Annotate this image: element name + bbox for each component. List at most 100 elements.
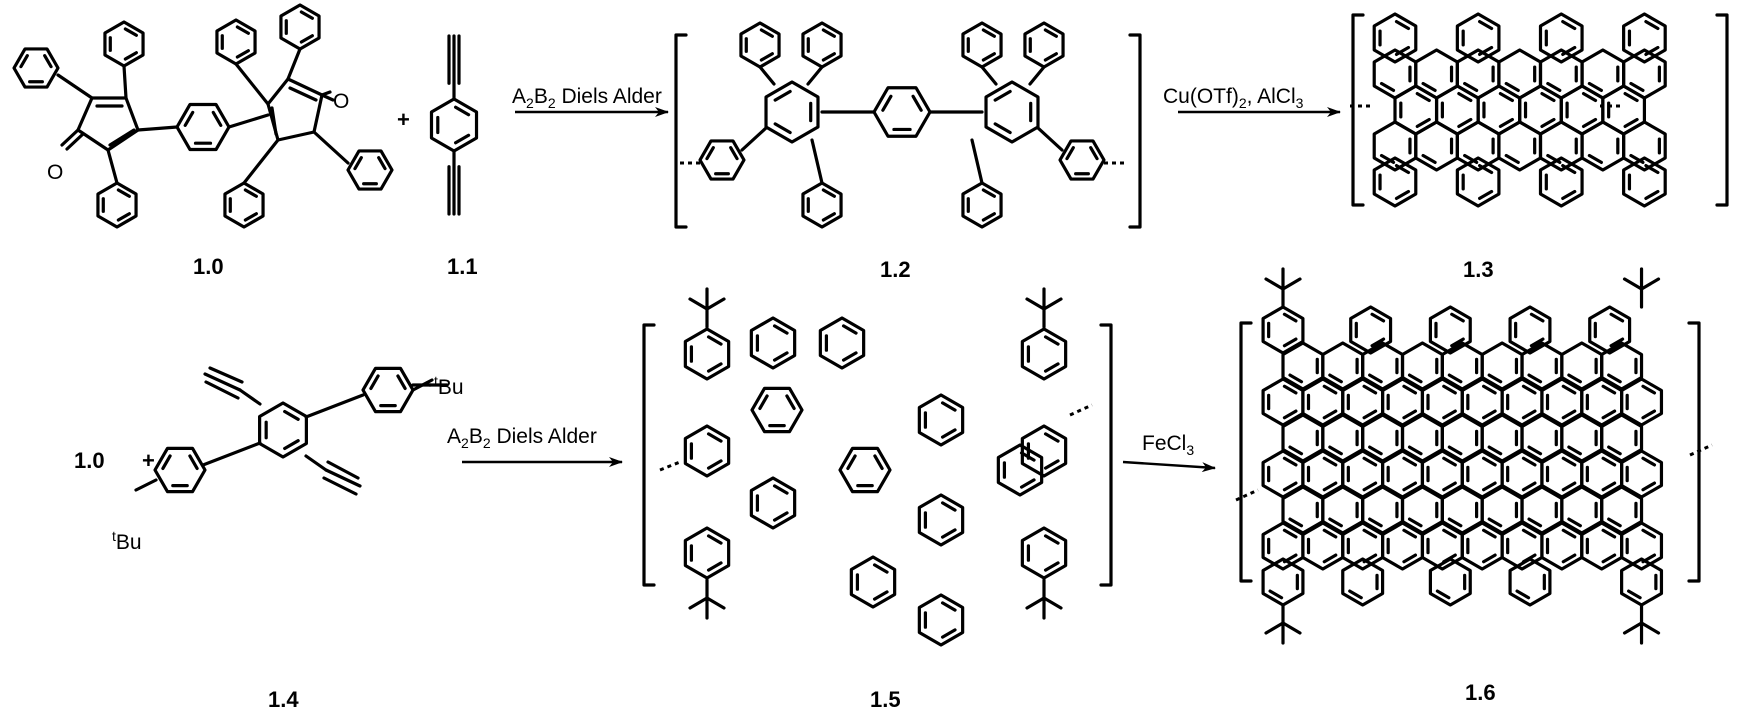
bond [659, 460, 681, 472]
bond [1328, 517, 1343, 528]
reagent-text-1: A2B2 Diels Alder [512, 85, 662, 111]
bond [1641, 384, 1657, 395]
bond [1264, 621, 1285, 635]
bond [208, 366, 244, 384]
bond [940, 601, 957, 612]
bond [1601, 456, 1617, 467]
bond [1527, 445, 1543, 456]
bond [1282, 528, 1298, 539]
bond [1644, 163, 1660, 175]
bond [1089, 146, 1099, 161]
bond [993, 122, 1012, 135]
bond [1447, 373, 1463, 384]
bond [1043, 561, 1060, 572]
bond [1561, 163, 1577, 175]
tbu-label-top: tBu [434, 373, 464, 399]
bond [706, 432, 723, 443]
bond [1282, 409, 1298, 420]
bond [821, 212, 836, 222]
bond [326, 460, 360, 480]
bond [1028, 65, 1046, 86]
bond [286, 47, 302, 81]
bond [706, 459, 723, 470]
bond [1421, 153, 1437, 165]
bond [283, 409, 300, 421]
bond [1442, 456, 1457, 467]
bond [1561, 409, 1577, 420]
bond [729, 146, 739, 161]
bond [1282, 312, 1298, 323]
bond [1362, 456, 1378, 467]
polymer-bracket [1128, 33, 1142, 229]
bond [203, 372, 242, 392]
bond [1561, 553, 1577, 564]
bond [43, 54, 53, 69]
reagent-text-2: Cu(OTf)2, AlCl3 [1163, 85, 1304, 111]
bond [706, 362, 723, 373]
benzene-ring [1455, 12, 1501, 64]
bond [227, 113, 270, 129]
bond [1042, 297, 1063, 311]
benzene-ring [1538, 156, 1584, 208]
bond [872, 590, 889, 601]
benzene-ring [818, 316, 866, 370]
bond [122, 64, 128, 100]
bond [1442, 528, 1457, 539]
molecule-1-5 [659, 287, 1093, 647]
benzene-ring [346, 149, 394, 191]
bond [1482, 481, 1497, 492]
bond [1487, 517, 1503, 528]
bond [1407, 373, 1423, 384]
bond [1288, 373, 1304, 384]
benzene-ring [750, 386, 804, 434]
bond [320, 93, 335, 102]
bond [706, 561, 723, 572]
bond [810, 138, 824, 185]
benzene-ring [1508, 557, 1552, 607]
bond [1322, 384, 1338, 395]
bond [759, 28, 774, 38]
bond [304, 393, 365, 419]
bond [353, 156, 363, 171]
bond [881, 94, 893, 112]
bond [235, 25, 250, 35]
compound-label-1-0-second: 1.0 [74, 448, 105, 473]
oxygen-label-left: O [47, 161, 63, 184]
benzene-ring [1372, 12, 1418, 64]
bond [1370, 312, 1386, 323]
bond [322, 476, 358, 496]
bond [772, 484, 789, 495]
bond [1043, 28, 1058, 38]
bond [1689, 443, 1713, 457]
bond [1442, 481, 1457, 492]
bond [1322, 481, 1338, 492]
bond [304, 454, 328, 472]
bond [1521, 528, 1537, 539]
benzene-ring [1020, 526, 1068, 580]
bond [243, 212, 258, 222]
compound-label-1-6: 1.6 [1465, 680, 1496, 705]
bond [773, 122, 792, 135]
bond [1421, 81, 1437, 93]
bond [1069, 403, 1093, 417]
bond [772, 324, 789, 335]
bond [235, 49, 250, 59]
bond [1370, 337, 1386, 348]
bond [454, 133, 471, 145]
bond [1362, 409, 1378, 420]
bond [1043, 534, 1060, 545]
bond [454, 105, 471, 117]
polymer-bracket [1239, 321, 1253, 583]
bond [1450, 312, 1465, 323]
oxygen-label-right: O [333, 90, 349, 113]
bond [1607, 445, 1622, 456]
bond [705, 146, 715, 161]
benzene-ring [96, 181, 138, 229]
bond [1629, 81, 1645, 93]
bond [1609, 337, 1625, 348]
bond [234, 62, 270, 106]
bond [841, 351, 858, 362]
bond [1447, 445, 1463, 456]
benzene-ring [1622, 12, 1667, 64]
benzene-ring [683, 424, 731, 478]
